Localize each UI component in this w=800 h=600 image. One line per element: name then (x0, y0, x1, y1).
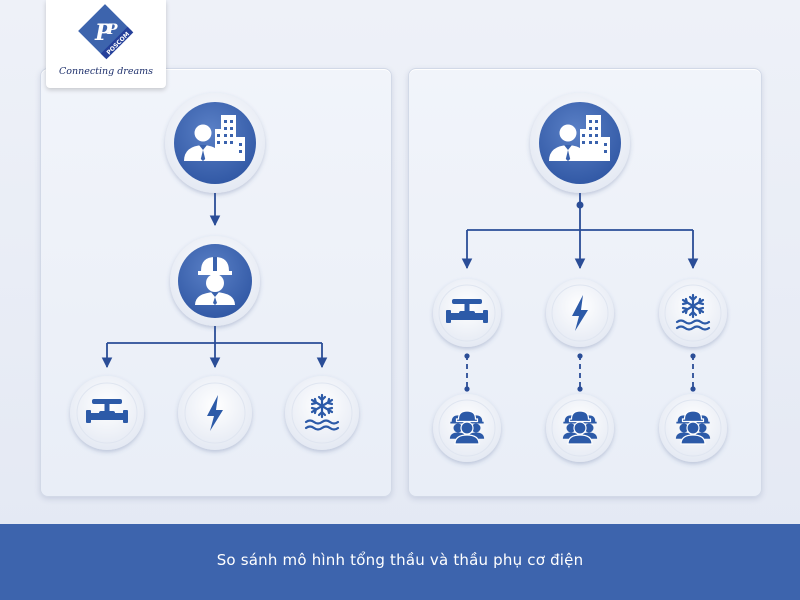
logo-tagline: Connecting dreams (58, 66, 154, 77)
poscom-logo: P P POSCOM Connecting dreams (46, 0, 166, 88)
right-plumbing-workers-node (433, 394, 501, 462)
svg-text:P: P (94, 20, 113, 46)
right-plumbing-node (433, 279, 501, 347)
caption-bar: So sánh mô hình tổng thầu và thầu phụ cơ… (0, 524, 800, 600)
left-plumbing-node (70, 376, 144, 450)
left-owner-node (165, 93, 265, 193)
right-hvac-workers-node (659, 394, 727, 462)
left-branch-connectors (101, 325, 328, 369)
right-electrical-workers-node (546, 394, 614, 462)
right-electrical-node (546, 279, 614, 347)
left-hvac-node (285, 376, 359, 450)
svg-text:P: P (106, 22, 118, 38)
junction-dot (576, 201, 584, 209)
left-general-contractor-node (170, 236, 260, 326)
caption-text: So sánh mô hình tổng thầu và thầu phụ cơ… (216, 551, 584, 569)
left-electrical-node (178, 376, 252, 450)
right-branch-connectors (461, 184, 699, 270)
right-dashed-links (466, 355, 694, 390)
poscom-logo-mark: P P POSCOM (78, 4, 134, 60)
right-dashed-dots (464, 353, 696, 392)
right-owner-node (530, 93, 630, 193)
right-hvac-node (659, 279, 727, 347)
org-diagram (70, 93, 727, 462)
